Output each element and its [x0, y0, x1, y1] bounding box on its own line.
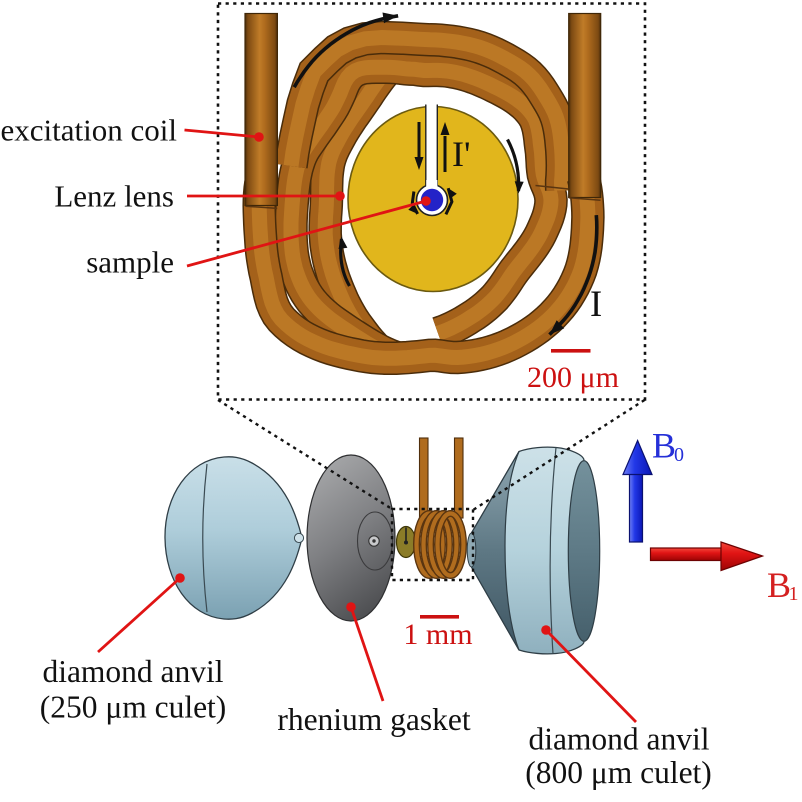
svg-text:diamond anvil: diamond anvil [42, 654, 223, 689]
svg-text:Lenz lens: Lenz lens [54, 179, 174, 214]
svg-text:0: 0 [674, 444, 684, 466]
svg-text:excitation coil: excitation coil [1, 113, 177, 148]
svg-text:I': I' [452, 134, 470, 174]
svg-text:rhenium gasket: rhenium gasket [277, 702, 471, 737]
svg-text:B: B [767, 565, 791, 605]
svg-text:200 μm: 200 μm [527, 361, 619, 394]
svg-text:(250 μm culet): (250 μm culet) [40, 690, 227, 725]
svg-text:sample: sample [86, 245, 174, 280]
svg-text:1 mm: 1 mm [403, 618, 472, 651]
svg-text:diamond anvil: diamond anvil [528, 722, 709, 757]
svg-text:(800 μm culet): (800 μm culet) [525, 755, 712, 790]
svg-text:1: 1 [789, 583, 799, 605]
svg-text:I: I [590, 283, 602, 324]
svg-text:B: B [652, 426, 676, 466]
